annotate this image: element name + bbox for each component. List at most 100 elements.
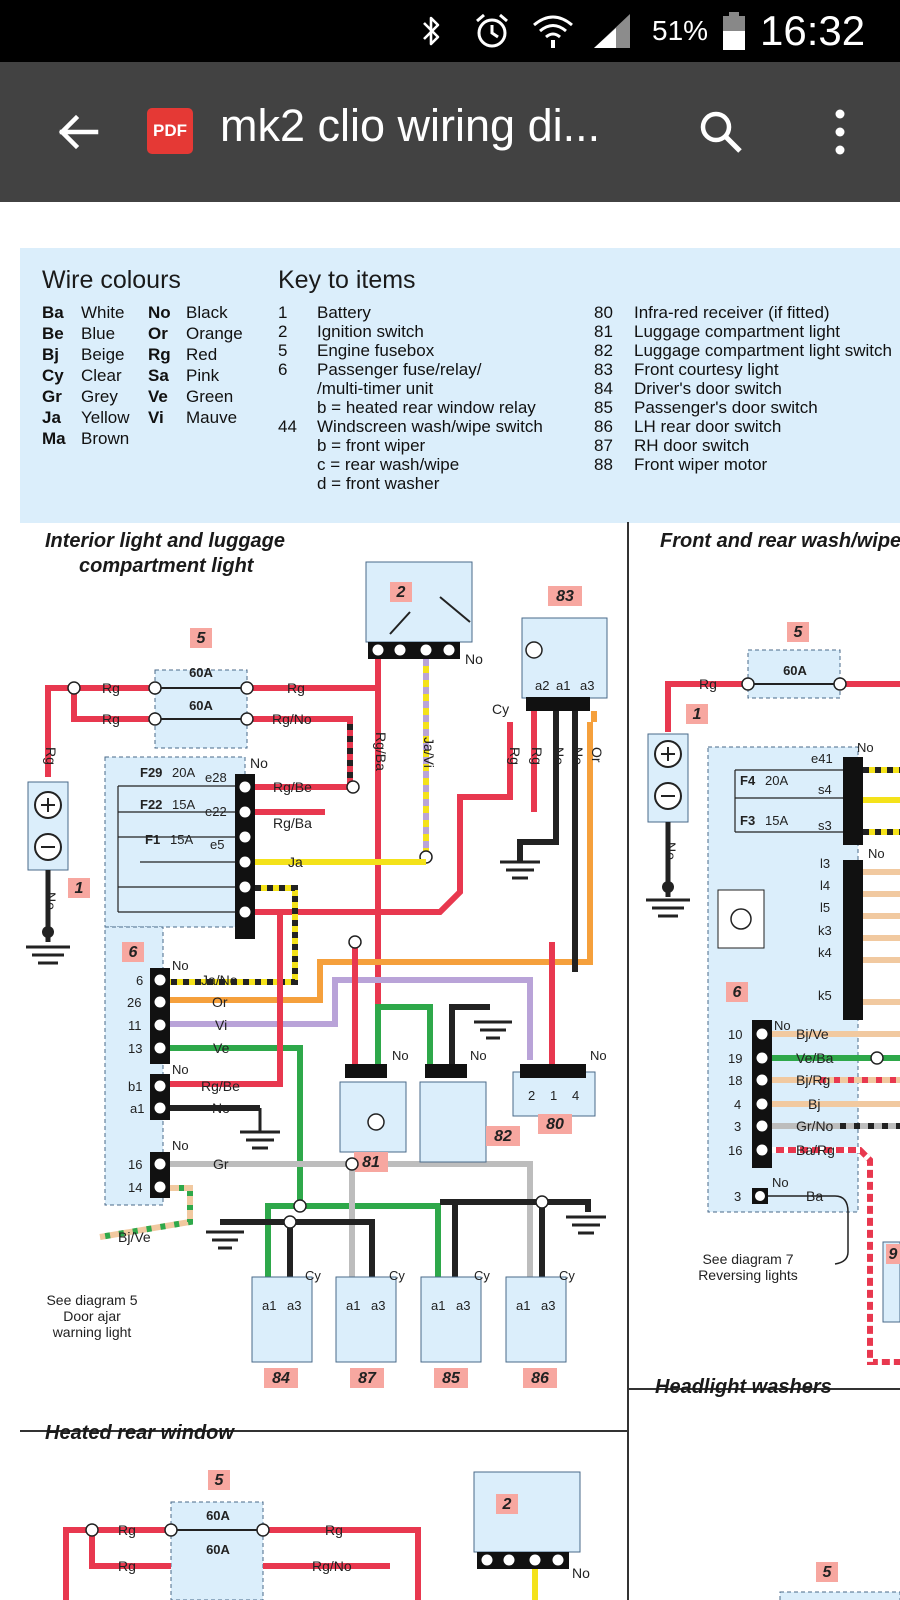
svg-text:10: 10 <box>728 1027 742 1042</box>
wire-label: Bj/Rg <box>796 1072 830 1088</box>
wire-label: No <box>212 1100 230 1116</box>
key-item-number: 84 <box>594 379 613 398</box>
pin-label: e28 <box>205 770 227 785</box>
wire-label: Rg/Be <box>273 779 312 795</box>
pin-label: s4 <box>818 782 832 797</box>
wire-label: Cy <box>389 1268 405 1283</box>
svg-text:a1: a1 <box>346 1298 360 1313</box>
wire-label: Rg <box>118 1522 136 1538</box>
key-item-text: b = front wiper <box>317 436 426 455</box>
fuse-rating: 20A <box>765 773 788 788</box>
wire-label: Cy <box>474 1268 490 1283</box>
key-item-number: 81 <box>594 322 613 341</box>
wire-label: Ja/Vi <box>421 737 437 768</box>
key-item-text: Luggage compartment light <box>634 322 841 341</box>
wire-label: Rg <box>43 747 59 765</box>
fuse-rating: 15A <box>172 797 195 812</box>
svg-text:No: No <box>772 1175 789 1190</box>
svg-text:a3: a3 <box>371 1298 385 1313</box>
status-bar: 51% 16:32 <box>0 0 900 62</box>
svg-text:1: 1 <box>550 1088 557 1103</box>
svg-text:Cy: Cy <box>492 701 509 717</box>
diagram-note: See diagram 5 <box>46 1292 137 1308</box>
key-item-text: b = heated rear window relay <box>317 398 536 417</box>
back-arrow-icon[interactable] <box>52 106 104 158</box>
item-label: 82 <box>494 1128 512 1145</box>
wire-label: Or <box>589 747 605 763</box>
search-icon[interactable] <box>695 106 747 158</box>
wire-label: Ja <box>288 854 303 870</box>
item-label: 1 <box>693 706 702 723</box>
svg-text:No: No <box>774 1018 791 1033</box>
section-title: Heated rear window <box>45 1422 234 1444</box>
fuse-rating: 60A <box>206 1542 230 1557</box>
battery-percent: 51% <box>652 15 709 46</box>
svg-text:6: 6 <box>136 973 143 988</box>
svg-text:14: 14 <box>128 1180 142 1195</box>
fuse-rating: 60A <box>206 1508 230 1523</box>
wire-label: Ja/No <box>201 972 238 988</box>
svg-text:a1: a1 <box>130 1101 144 1116</box>
wire-label: Rg/No <box>312 1558 352 1574</box>
svg-text:3: 3 <box>734 1119 741 1134</box>
item-badge <box>190 628 212 648</box>
wire-label: Rg <box>699 676 717 692</box>
bluetooth-icon <box>418 0 446 62</box>
item-label: 87 <box>358 1370 377 1387</box>
svg-text:k4: k4 <box>818 945 832 960</box>
fuse-label: F3 <box>740 813 755 828</box>
svg-text:4: 4 <box>572 1088 579 1103</box>
svg-text:2: 2 <box>528 1088 535 1103</box>
svg-text:No: No <box>392 1048 409 1063</box>
svg-text:No: No <box>172 1138 189 1153</box>
svg-text:a1: a1 <box>516 1298 530 1313</box>
key-item-text: c = rear wash/wipe <box>317 455 460 474</box>
section-title: Headlight washers <box>655 1376 832 1398</box>
item-label: 5 <box>823 1564 833 1581</box>
wire-label: Cy <box>559 1268 575 1283</box>
svg-text:16: 16 <box>128 1157 142 1172</box>
item-label: 2 <box>396 584 406 601</box>
key-item-text: Ignition switch <box>317 322 424 341</box>
clock: 16:32 <box>760 7 866 54</box>
svg-text:No: No <box>868 846 885 861</box>
section-divider <box>20 1430 627 1432</box>
fuse-label: F22 <box>140 797 162 812</box>
key-item-text: d = front washer <box>317 474 440 493</box>
section-divider <box>627 522 629 1600</box>
item-label: 6 <box>733 984 742 1001</box>
wire-label: Bj/Ve <box>118 1229 151 1245</box>
wire-label: Bj <box>808 1096 820 1112</box>
pin-label: e5 <box>210 837 224 852</box>
key-item-number: 5 <box>278 341 288 360</box>
wire-label: Rg <box>507 747 523 765</box>
wire-label: Rg <box>325 1522 343 1538</box>
key-item-number: 86 <box>594 417 613 436</box>
fuse-rating: 60A <box>189 698 213 713</box>
key-item-number: 85 <box>594 398 613 417</box>
svg-text:11: 11 <box>128 1018 142 1033</box>
key-item-number: 80 <box>594 303 613 322</box>
key-item-text: Front courtesy light <box>634 360 779 379</box>
wire-label: Rg/Be <box>201 1078 240 1094</box>
svg-text:a1: a1 <box>262 1298 276 1313</box>
item-label: 86 <box>531 1370 549 1387</box>
key-item-text: Front wiper motor <box>634 455 768 474</box>
key-heading: Key to items <box>278 266 416 294</box>
app-bar: PDF mk2 clio wiring di... <box>0 62 900 202</box>
more-vert-icon[interactable] <box>820 106 860 158</box>
fuse-rating: 60A <box>783 663 807 678</box>
item-label: 1 <box>75 880 84 897</box>
svg-text:No: No <box>470 1048 487 1063</box>
diagram-note: Reversing lights <box>698 1267 798 1283</box>
wire-colours-heading: Wire colours <box>42 266 181 294</box>
svg-text:a2: a2 <box>535 678 549 693</box>
wire-label: No <box>551 747 567 765</box>
key-item-text: Battery <box>317 303 371 322</box>
